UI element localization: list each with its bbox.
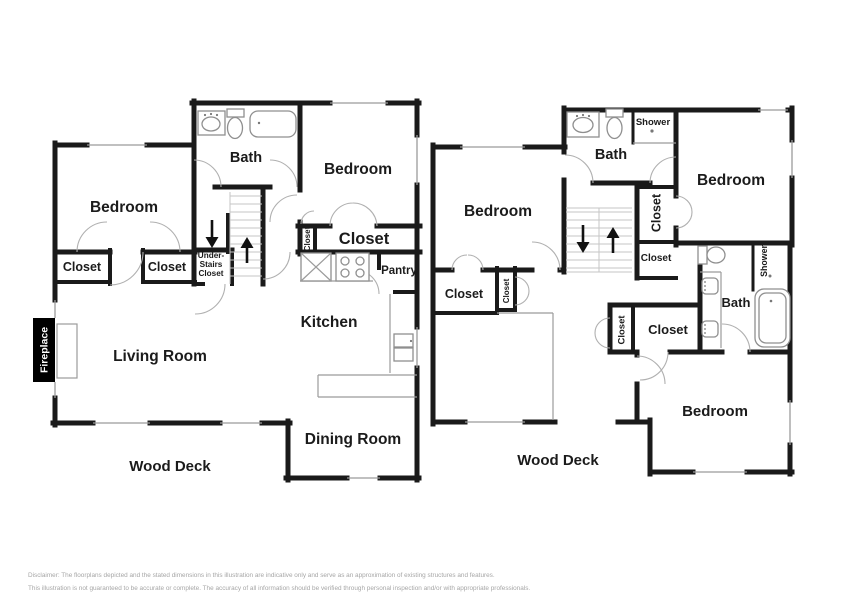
room-label-mid-closet-vertical-f2: Closet xyxy=(616,315,627,345)
stove-icon xyxy=(335,252,370,282)
shower-head-icon xyxy=(768,274,772,278)
room-label-hall-closet-f1: Closet xyxy=(339,230,390,248)
room-label-wood-deck-f2: Wood Deck xyxy=(517,452,599,469)
kitchen-sink-icon xyxy=(393,333,414,348)
room-label-shower-top-f2: Shower xyxy=(636,117,671,128)
room-label-dining-room: Dining Room xyxy=(305,431,401,448)
floor2-windows xyxy=(460,109,793,473)
fireplace-icon xyxy=(33,318,55,382)
floor1-kitchen-fixtures xyxy=(300,252,417,398)
room-label-wood-deck-f1: Wood Deck xyxy=(129,458,211,475)
room-label-hall-closet-vertical-f2: Closet xyxy=(502,278,511,303)
bathtub-icon xyxy=(249,110,297,138)
floor2-stairs xyxy=(566,207,632,273)
room-label-under-stairs-1: Under- xyxy=(198,251,225,260)
room-label-stair-closet-vertical-f2: Closet xyxy=(649,193,663,232)
room-label-living-room: Living Room xyxy=(113,348,207,365)
floor1-door-swings xyxy=(76,159,380,315)
room-label-under-stairs-2: Stairs xyxy=(200,260,223,269)
room-label-bedroom-left-f1: Bedroom xyxy=(90,199,158,216)
room-label-bedroom-left-f2: Bedroom xyxy=(464,203,532,220)
shower-head-icon xyxy=(650,129,654,133)
floor1-windows xyxy=(54,102,418,479)
room-label-side-closet-vertical-f1: Closet xyxy=(303,226,312,251)
floor1-outer-walls xyxy=(50,98,422,483)
floor2-interior-walls xyxy=(430,107,793,355)
room-label-bath-right-f2: Bath xyxy=(722,295,751,310)
toilet-icon xyxy=(697,245,708,265)
fireplace-label: Fireplace xyxy=(39,327,51,373)
floor2-closet-walls xyxy=(431,185,678,354)
sink-icon xyxy=(701,277,719,295)
floor2-bath-right-fixtures xyxy=(697,245,791,348)
room-label-stair-closet-small-f2: Closet xyxy=(641,253,672,264)
room-label-pantry: Pantry xyxy=(381,265,417,277)
room-label-closet1-f1: Closet xyxy=(63,260,102,274)
room-label-shower-right-vertical-f2: Shower xyxy=(759,245,769,277)
toilet-icon xyxy=(605,108,624,118)
room-label-kitchen: Kitchen xyxy=(301,314,358,331)
first-floor-plan: Fireplace Bath Bedroom Bedroom Closet Cl… xyxy=(33,98,423,483)
room-label-bedroom-top-right-f1: Bedroom xyxy=(324,161,392,178)
floor2-door-swings xyxy=(451,154,751,385)
footer-disclaimer: Disclaimer: The floorplans depicted and … xyxy=(28,572,530,592)
fireplace: Fireplace xyxy=(33,318,78,382)
second-floor-plan: Bath Shower Bedroom Bedroom Closet Close… xyxy=(430,105,795,477)
room-label-closet-bottom-left-f2: Closet xyxy=(445,287,484,301)
floor1-stairs xyxy=(205,192,262,284)
disclaimer-line-1: Disclaimer: The floorplans depicted and … xyxy=(28,572,495,579)
floor2-open-room-edges xyxy=(497,312,554,420)
room-label-bath-top-f2: Bath xyxy=(595,147,627,163)
floor1-bath-fixtures xyxy=(197,108,297,140)
sink-icon xyxy=(701,320,719,338)
floor1-closet-walls xyxy=(53,213,419,294)
room-label-closet2-f1: Closet xyxy=(148,260,187,274)
floor2-shower-walls xyxy=(631,108,755,292)
room-label-under-stairs-3: Closet xyxy=(198,269,223,278)
room-label-bedroom-top-right-f2: Bedroom xyxy=(697,172,765,189)
room-label-bath-f1: Bath xyxy=(230,150,262,166)
room-label-mid-closet-f2: Closet xyxy=(648,322,688,337)
disclaimer-line-2: This illustration is not guaranteed to b… xyxy=(28,585,530,592)
floor2-bath-top-fixtures xyxy=(566,108,676,144)
toilet-icon xyxy=(226,108,245,118)
room-label-bedroom-bottom-right-f2: Bedroom xyxy=(682,403,748,420)
